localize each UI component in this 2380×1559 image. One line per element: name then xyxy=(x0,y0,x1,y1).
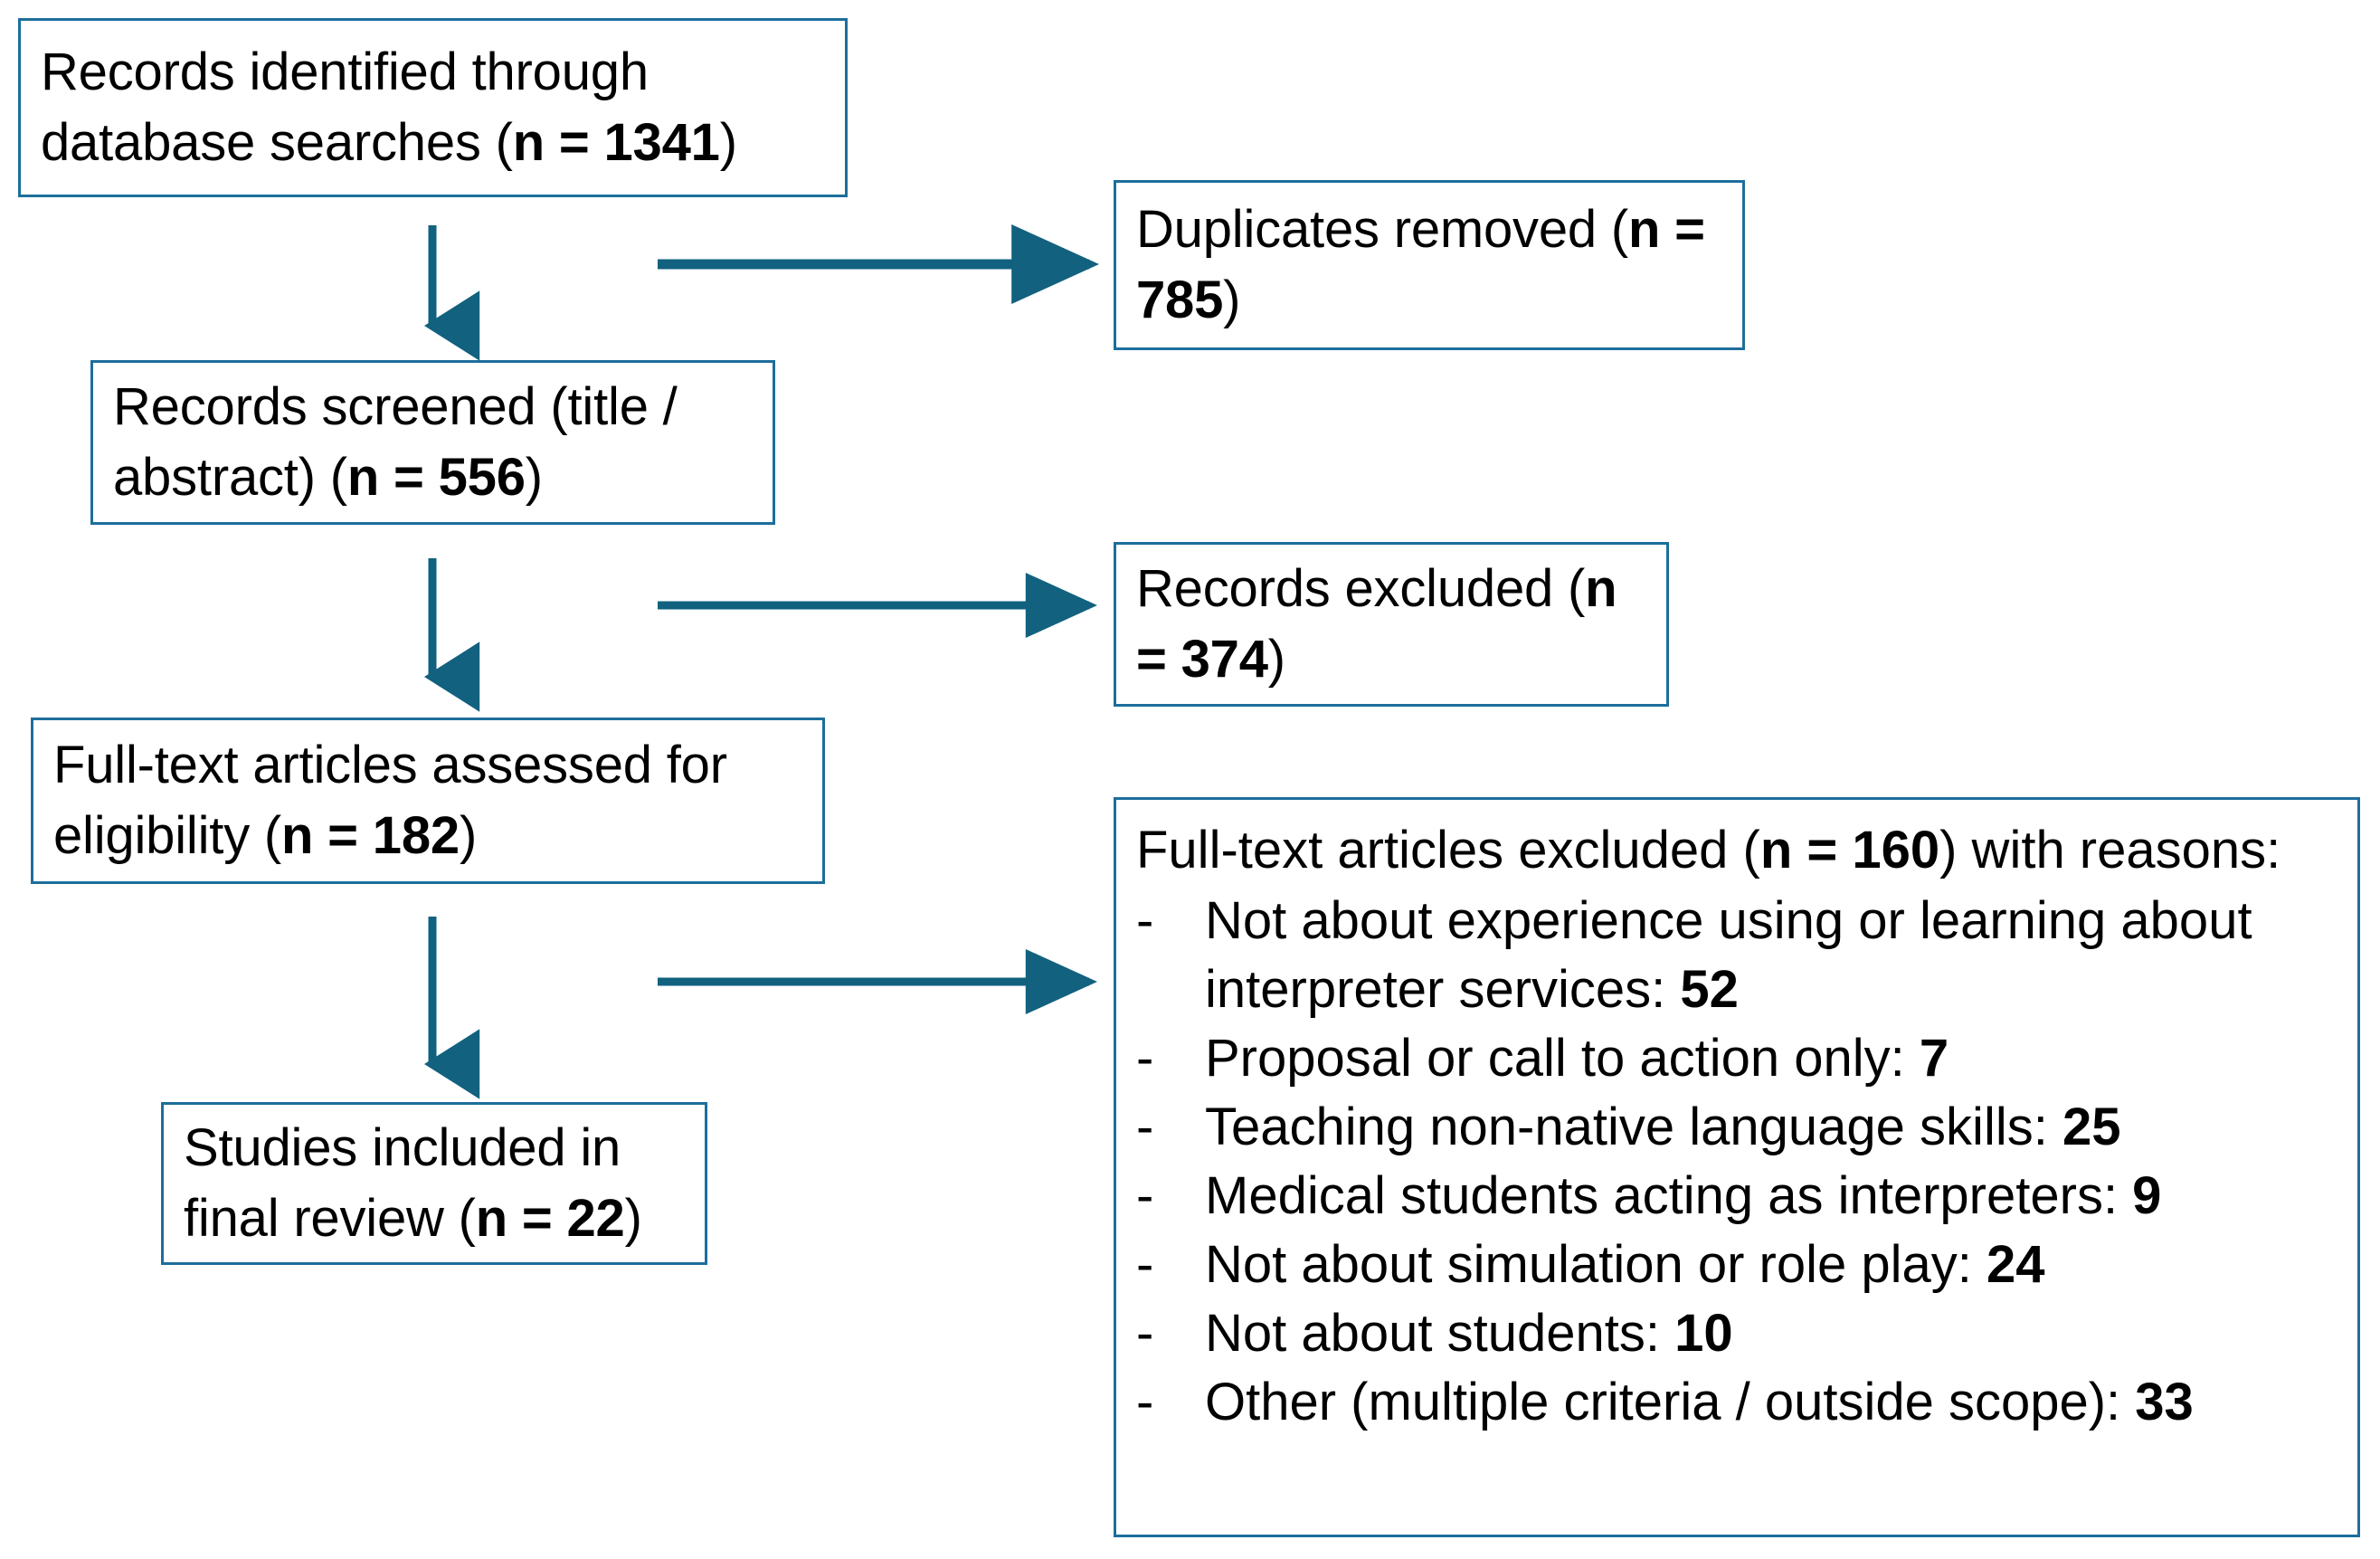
fulltext-excluded-reason-item: -Medical students acting as interpreters… xyxy=(1136,1162,2337,1231)
reason-count: 24 xyxy=(1986,1234,2045,1294)
box-records-screened-text: Records screened (title / abstract) (n =… xyxy=(113,377,692,507)
box-fulltext-excluded: Full-text articles excluded (n = 160) wi… xyxy=(1114,797,2360,1537)
bullet-dash-icon: - xyxy=(1136,1028,1154,1088)
fulltext-excluded-reason-item: -Proposal or call to action only: 7 xyxy=(1136,1024,2337,1093)
box-records-identified-text: Records identified through database sear… xyxy=(41,43,737,172)
box-duplicates-removed: Duplicates removed (n = 785) xyxy=(1114,180,1745,350)
n-value: n = 556 xyxy=(346,448,526,507)
reason-text: Proposal or call to action only: 7 xyxy=(1205,1028,1949,1088)
n-value: n = 785 xyxy=(1136,200,1720,329)
reason-text: Medical students acting as interpreters:… xyxy=(1205,1165,2162,1225)
box-duplicates-removed-text: Duplicates removed (n = 785) xyxy=(1136,200,1720,329)
n-value: n = 374 xyxy=(1136,559,1632,689)
n-value: n = 160 xyxy=(1759,821,1940,879)
bullet-dash-icon: - xyxy=(1136,1372,1154,1431)
reason-count: 52 xyxy=(1680,959,1739,1019)
box-records-identified: Records identified through database sear… xyxy=(18,18,848,197)
fulltext-excluded-reason-item: -Not about students: 10 xyxy=(1136,1299,2337,1368)
reason-text: Not about students: 10 xyxy=(1205,1303,1733,1363)
reason-count: 25 xyxy=(2062,1097,2121,1156)
reason-count: 33 xyxy=(2135,1372,2194,1431)
box-records-screened: Records screened (title / abstract) (n =… xyxy=(90,360,775,525)
fulltext-excluded-reason-item: -Not about simulation or role play: 24 xyxy=(1136,1231,2337,1299)
reason-count: 10 xyxy=(1674,1303,1733,1363)
reason-count: 7 xyxy=(1919,1028,1949,1088)
box-records-excluded-text: Records excluded (n = 374) xyxy=(1136,559,1632,689)
box-records-excluded: Records excluded (n = 374) xyxy=(1114,542,1669,707)
reason-count: 9 xyxy=(2132,1165,2162,1225)
n-value: n = 22 xyxy=(475,1189,625,1248)
box-fulltext-assessed-text: Full-text articles assessed for eligibil… xyxy=(53,736,742,865)
reason-text: Other (multiple criteria / outside scope… xyxy=(1205,1372,2194,1431)
bullet-dash-icon: - xyxy=(1136,1234,1154,1294)
fulltext-excluded-reason-item: -Other (multiple criteria / outside scop… xyxy=(1136,1368,2337,1437)
reason-text: Teaching non-native language skills: 25 xyxy=(1205,1097,2121,1156)
bullet-dash-icon: - xyxy=(1136,1165,1154,1225)
fulltext-excluded-reason-list: -Not about experience using or learning … xyxy=(1116,887,2357,1437)
bullet-dash-icon: - xyxy=(1136,1303,1154,1363)
bullet-dash-icon: - xyxy=(1136,1097,1154,1156)
fulltext-excluded-heading: Full-text articles excluded (n = 160) wi… xyxy=(1136,821,2281,879)
fulltext-excluded-reason-item: -Not about experience using or learning … xyxy=(1136,887,2337,1024)
box-studies-included-text: Studies included in final review (n = 22… xyxy=(184,1118,642,1248)
n-value: n = 182 xyxy=(281,806,460,865)
fulltext-excluded-reason-item: -Teaching non-native language skills: 25 xyxy=(1136,1093,2337,1162)
n-value: n = 1341 xyxy=(512,113,720,172)
reason-text: Not about simulation or role play: 24 xyxy=(1205,1234,2045,1294)
bullet-dash-icon: - xyxy=(1136,890,1154,950)
reason-text: Not about experience using or learning a… xyxy=(1205,890,2252,1019)
box-studies-included: Studies included in final review (n = 22… xyxy=(161,1102,707,1265)
box-fulltext-assessed: Full-text articles assessed for eligibil… xyxy=(31,718,825,884)
